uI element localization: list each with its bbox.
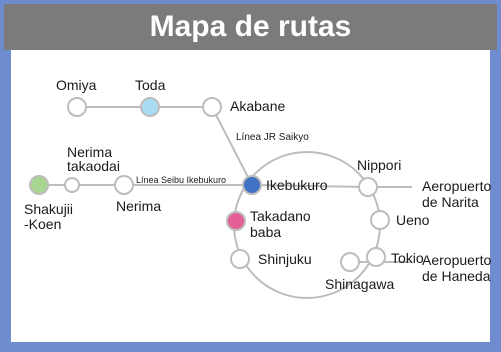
station-shinjuku[interactable]: [230, 249, 250, 269]
station-nerima[interactable]: [114, 175, 134, 195]
label-takadanobaba-2: baba: [250, 224, 281, 240]
label-seibu-ikebukuro: Línea Seibu Ikebukuro: [136, 175, 226, 185]
station-shakujii-koen[interactable]: [29, 175, 49, 195]
label-shinjuku: Shinjuku: [258, 251, 312, 267]
station-toda[interactable]: [140, 97, 160, 117]
label-ueno: Ueno: [396, 212, 430, 228]
label-omiya: Omiya: [56, 77, 97, 93]
station-takadanobaba[interactable]: [226, 211, 246, 231]
label-jr-saikyo: Línea JR Saikyo: [236, 132, 309, 143]
label-nerima-takaodai-2: takaodai: [67, 158, 120, 174]
label-akabane: Akabane: [230, 98, 285, 114]
label-layer: Omiya Toda Akabane Línea JR Saikyo Nerim…: [24, 77, 491, 292]
label-shakujii-2: -Koen: [24, 216, 61, 232]
label-shinagawa: Shinagawa: [325, 276, 394, 292]
station-ueno[interactable]: [370, 210, 390, 230]
track-akabane-ikebukuro: [211, 106, 253, 186]
station-tokio[interactable]: [366, 247, 386, 267]
label-nerima-takaodai-1: Nerima: [67, 144, 112, 160]
label-nippori: Nippori: [357, 157, 401, 173]
station-nerima-takaodai[interactable]: [64, 177, 80, 193]
label-narita-1: Aeropuerto: [422, 178, 491, 194]
label-shakujii-1: Shakujii: [24, 201, 73, 217]
label-haneda-1: Aeropuerto: [422, 252, 491, 268]
label-takadanobaba-1: Takadano: [250, 208, 311, 224]
station-layer: [29, 97, 390, 272]
label-narita-2: de Narita: [422, 194, 479, 210]
station-akabane[interactable]: [202, 97, 222, 117]
label-nerima: Nerima: [116, 198, 161, 214]
page-title: Mapa de rutas: [4, 4, 497, 50]
station-nippori[interactable]: [358, 177, 378, 197]
station-shinagawa[interactable]: [340, 252, 360, 272]
label-tokio: Tokio: [391, 250, 424, 266]
label-ikebukuro: Ikebukuro: [266, 177, 328, 193]
label-toda: Toda: [135, 77, 166, 93]
label-haneda-2: de Haneda: [422, 268, 491, 284]
track-ikebukuro-nippori: [251, 184, 369, 188]
map-panel: [11, 50, 490, 342]
station-ikebukuro[interactable]: [242, 175, 262, 195]
station-omiya[interactable]: [67, 97, 87, 117]
